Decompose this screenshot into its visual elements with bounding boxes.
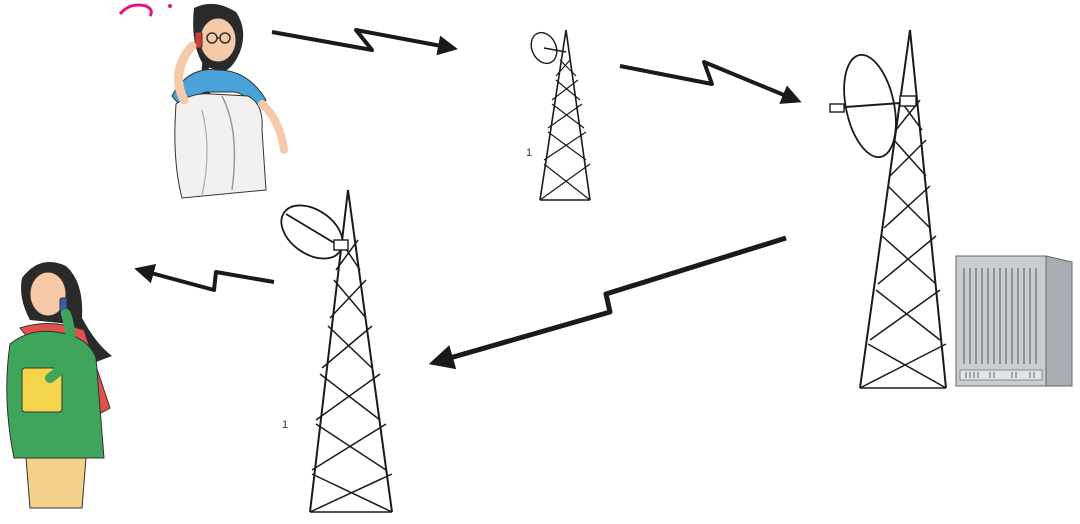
server-rack-icon xyxy=(956,256,1072,386)
left-tower-mark: 1 xyxy=(282,419,288,431)
signal-arrow-relay-to-left-tower xyxy=(436,238,786,362)
receiver-woman-icon xyxy=(7,262,112,508)
left-tower-icon: 1 xyxy=(272,190,392,512)
relay-tower-icon xyxy=(830,30,946,388)
small-tower-mark: 1 xyxy=(526,147,532,159)
signal-arrow-caller-to-small-tower xyxy=(272,30,452,50)
small-tower-icon: 1 xyxy=(526,28,590,200)
signal-arrow-left-tower-to-receiver xyxy=(140,270,274,290)
caller-woman-icon xyxy=(172,4,284,198)
signal-arrow-small-tower-to-relay xyxy=(620,62,796,100)
